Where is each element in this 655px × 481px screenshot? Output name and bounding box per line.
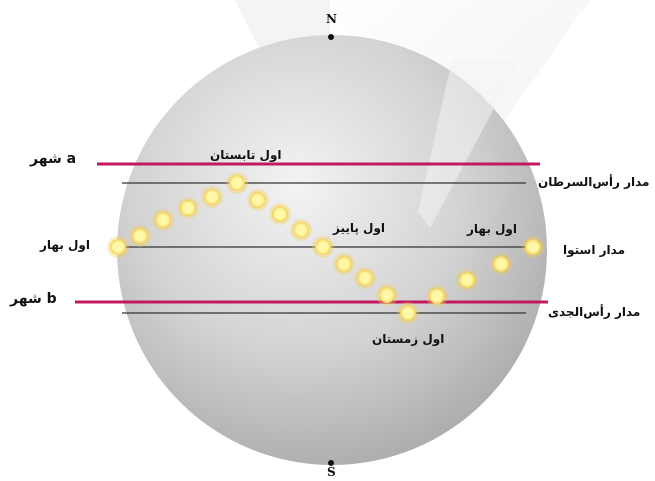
sun-position-dot xyxy=(336,256,352,272)
sun-position-dot xyxy=(493,256,509,272)
sun-position-dot xyxy=(180,200,196,216)
autumn-equinox-label: اول پاییز xyxy=(333,222,385,234)
north-pole-label: N xyxy=(326,13,337,25)
spring-equinox-label-right: اول بهار xyxy=(467,223,517,235)
sun-position-dot xyxy=(250,192,266,208)
sun-position-dot xyxy=(110,239,126,255)
sun-position-dot xyxy=(204,189,220,205)
sun-position-dot xyxy=(315,239,331,255)
summer-solstice-label: اول تابستان xyxy=(210,149,282,161)
winter-solstice-label: اول زمستان xyxy=(372,333,444,345)
spring-equinox-label-left: اول بهار xyxy=(40,239,90,251)
sun-position-dot xyxy=(229,175,245,191)
city-b-label: b شهر xyxy=(10,292,57,306)
south-pole-label: S xyxy=(327,466,336,478)
tropic-of-capricorn-label: مدار رأس‌الجدی xyxy=(548,306,640,318)
sun-position-dot xyxy=(459,272,475,288)
sun-position-dot xyxy=(293,222,309,238)
sun-position-dot xyxy=(132,228,148,244)
sun-position-dot xyxy=(357,270,373,286)
sun-position-dot xyxy=(155,212,171,228)
sun-position-dot xyxy=(272,206,288,222)
sun-position-dot xyxy=(379,287,395,303)
sun-position-dot xyxy=(400,305,416,321)
tropic-of-cancer-label: مدار رأس‌السرطان xyxy=(538,176,650,188)
city-a-label: a شهر xyxy=(30,152,76,166)
sun-position-dot xyxy=(525,239,541,255)
north-pole-dot xyxy=(328,34,334,40)
sun-position-dot xyxy=(429,288,445,304)
equator-label: مدار استوا xyxy=(563,244,625,256)
